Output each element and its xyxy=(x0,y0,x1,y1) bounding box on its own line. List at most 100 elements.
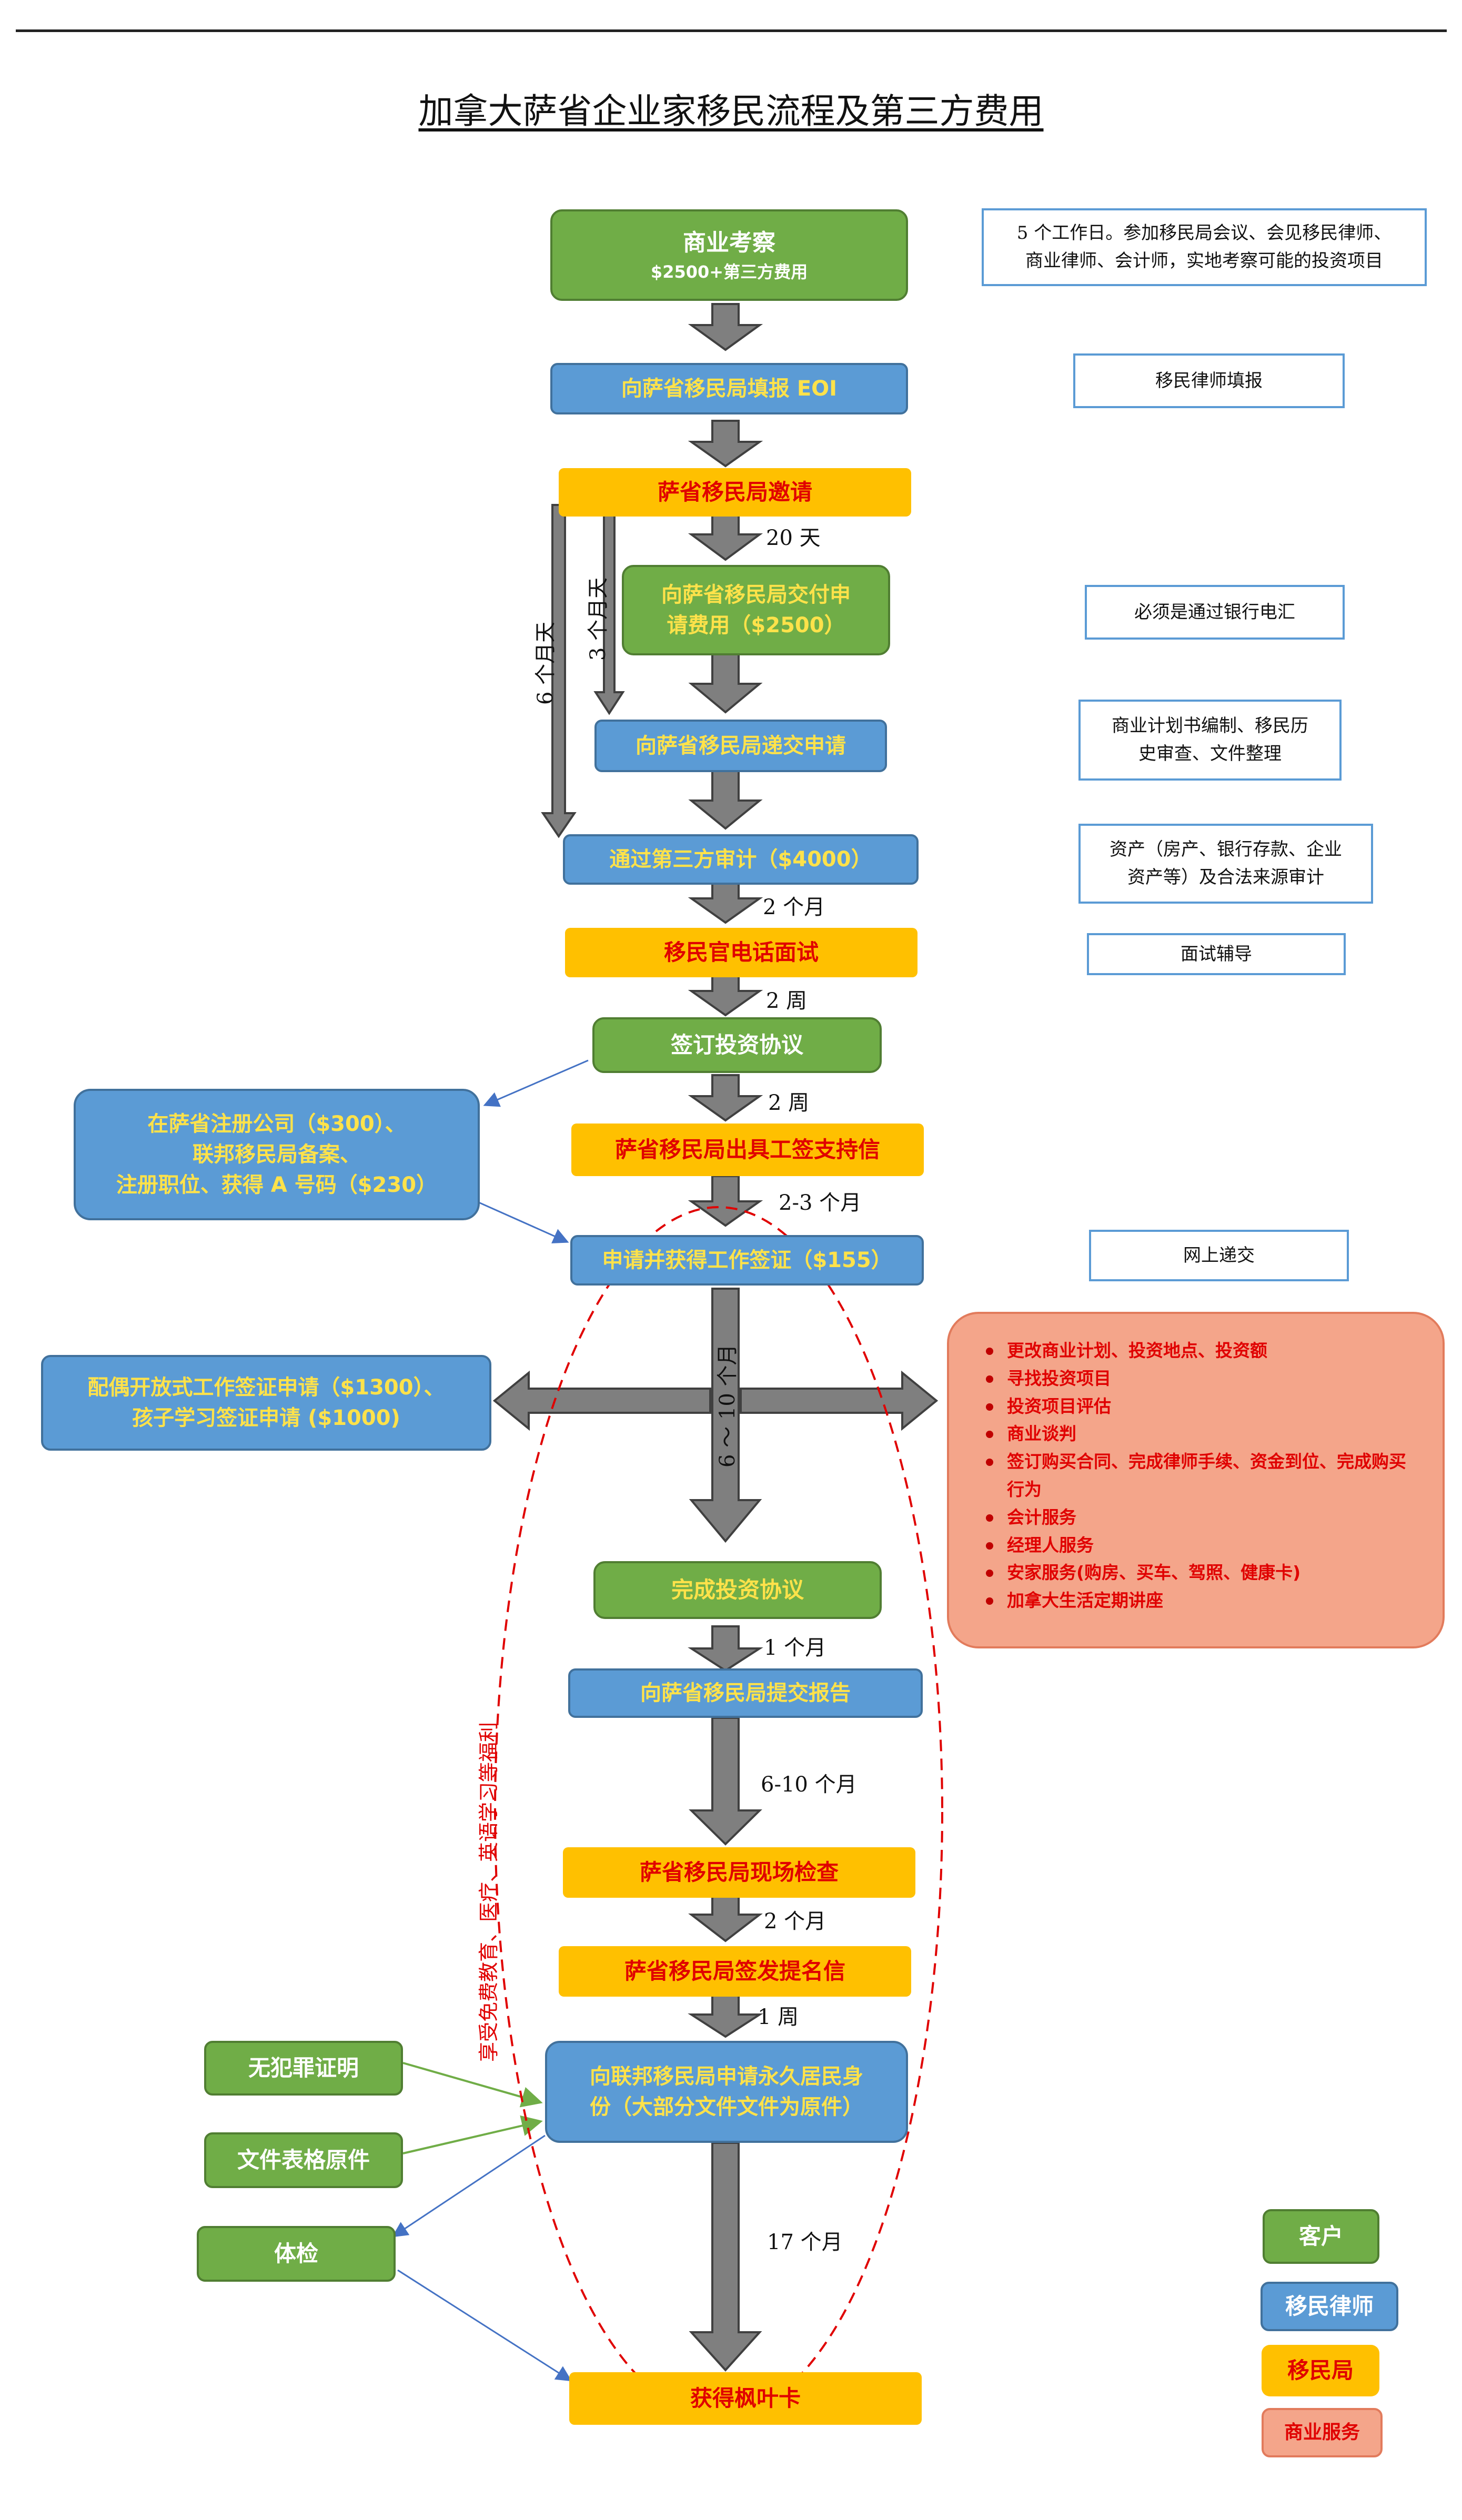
flow-arrows xyxy=(492,303,939,2372)
step-maple-card: 获得枫叶卡 xyxy=(569,2372,922,2425)
step-business-visit: 商业考察 $2500+第三方费用 xyxy=(550,209,908,301)
business-service-item: 会计服务 xyxy=(986,1504,1421,1532)
side-docs-original: 文件表格原件 xyxy=(204,2132,403,2188)
note-audit-line1: 资产（房产、银行存款、企业 xyxy=(1110,839,1342,861)
step-work-permit-label: 申请并获得工作签证（$155） xyxy=(602,1248,892,1272)
step-complete-investment-label: 完成投资协议 xyxy=(671,1576,804,1603)
step-eoi: 向萨省移民局填报 EOI xyxy=(550,363,908,414)
step-audit-label: 通过第三方审计（$4000） xyxy=(609,847,872,872)
step-business-visit-fee: $2500+第三方费用 xyxy=(650,261,808,282)
doc-connectors xyxy=(402,2062,543,2154)
duration-1-week: 1 周 xyxy=(758,2005,799,2029)
step-pay-fee-line1: 向萨省移民局交付申 xyxy=(661,583,851,607)
business-service-item: 投资项目评估 xyxy=(986,1393,1421,1421)
note-interview-coaching-text: 面试辅导 xyxy=(1181,943,1252,965)
legend-client-label: 客户 xyxy=(1298,2223,1343,2249)
duration-2-weeks-a: 2 周 xyxy=(766,989,808,1013)
step-complete-investment: 完成投资协议 xyxy=(593,1561,882,1619)
step-site-inspection: 萨省移民局现场检查 xyxy=(563,1847,915,1898)
note-eoi: 移民律师填报 xyxy=(1073,353,1345,408)
step-phone-interview: 移民官电话面试 xyxy=(565,928,917,977)
legend-bureau-label: 移民局 xyxy=(1287,2357,1354,2383)
note-wire-transfer-text: 必须是通过银行电汇 xyxy=(1134,601,1295,623)
arrow-7 xyxy=(688,973,763,1017)
arrow-6 xyxy=(688,883,763,924)
business-service-item: 加拿大生活定期讲座 xyxy=(986,1587,1421,1615)
conn-pr-to-medical xyxy=(392,2134,546,2238)
arrow-15 xyxy=(689,2142,762,2372)
duration-6-months: 6 个月天 xyxy=(533,621,558,705)
note-audit-line2: 资产等）及合法来源审计 xyxy=(1127,867,1324,888)
side-docs-label: 文件表格原件 xyxy=(237,2147,370,2173)
note-business-plan-line1: 商业计划书编制、移民历 xyxy=(1112,715,1308,737)
note-business-visit-line2: 商业律师、会计师，实地考察可能的投资项目 xyxy=(1025,250,1383,271)
legend-bureau: 移民局 xyxy=(1262,2345,1379,2396)
step-apply-pr-line2: 份（大部分文件文件为原件） xyxy=(590,2095,863,2119)
side-connectors xyxy=(392,1059,589,2382)
conn-invest-to-register xyxy=(483,1059,589,1107)
note-business-plan: 商业计划书编制、移民历 史审查、文件整理 xyxy=(1078,700,1342,781)
side-no-crime-certificate: 无犯罪证明 xyxy=(204,2041,403,2096)
legend-lawyer-label: 移民律师 xyxy=(1285,2293,1374,2319)
business-services-panel: 更改商业计划、投资地点、投资额寻找投资项目投资项目评估商业谈判签订购买合同、完成… xyxy=(947,1312,1445,1648)
duration-2-weeks-b: 2 周 xyxy=(768,1091,810,1115)
duration-17-months: 17 个月 xyxy=(767,2230,843,2254)
duration-6-10-months-vertical: 6 ～ 10 个月 xyxy=(715,1344,740,1468)
step-pay-fee: 向萨省移民局交付申 请费用（$2500） xyxy=(622,565,890,655)
note-business-visit: 5 个工作日。参加移民局会议、会见移民律师、 商业律师、会计师，实地考察可能的投… xyxy=(982,208,1427,286)
duration-1-month: 1 个月 xyxy=(764,1636,826,1660)
step-invitation: 萨省移民局邀请 xyxy=(559,468,911,517)
side-register-line1: 在萨省注册公司（$300）、 xyxy=(147,1112,406,1136)
step-pay-fee-line2: 请费用（$2500） xyxy=(667,613,845,637)
duration-2-months-b: 2 个月 xyxy=(764,1909,826,1934)
step-support-letter-label: 萨省移民局出具工签支持信 xyxy=(614,1136,880,1162)
arrow-10 xyxy=(689,1288,762,1543)
side-spouse-line2: 孩子学习签证申请 ($1000) xyxy=(132,1406,400,1430)
legend-business-label: 商业服务 xyxy=(1284,2421,1360,2443)
legend-lawyer: 移民律师 xyxy=(1261,2282,1398,2331)
legend-client: 客户 xyxy=(1263,2209,1379,2264)
step-site-inspection-label: 萨省移民局现场检查 xyxy=(639,1859,839,1885)
note-audit: 资产（房产、银行存款、企业 资产等）及合法来源审计 xyxy=(1078,824,1373,904)
step-phone-interview-label: 移民官电话面试 xyxy=(663,939,819,965)
step-apply-pr-line1: 向联邦移民局申请永久居民身 xyxy=(590,2064,863,2089)
duration-3-months: 3 个月天 xyxy=(586,577,610,661)
arrow-right xyxy=(740,1370,939,1431)
side-spouse-line1: 配偶开放式工作签证申请（$1300）、 xyxy=(87,1375,445,1400)
arrow-3 xyxy=(688,512,763,561)
step-maple-card-label: 获得枫叶卡 xyxy=(690,2385,801,2411)
arrow-3months xyxy=(593,512,625,715)
business-service-item: 寻找投资项目 xyxy=(986,1365,1421,1393)
note-online-submit-text: 网上递交 xyxy=(1183,1244,1255,1266)
business-service-item: 安家服务(购房、买车、驾照、健康卡) xyxy=(986,1559,1421,1587)
side-register-company: 在萨省注册公司（$300）、 联邦移民局备案、 注册职位、获得 A 号码（$23… xyxy=(74,1089,480,1220)
side-spouse-visa: 配偶开放式工作签证申请（$1300）、 孩子学习签证申请 ($1000) xyxy=(41,1355,491,1451)
note-eoi-text: 移民律师填报 xyxy=(1155,370,1263,391)
side-register-line3: 注册职位、获得 A 号码（$230） xyxy=(116,1173,438,1197)
business-service-item: 经理人服务 xyxy=(986,1532,1421,1560)
conn-nocrime-to-pr xyxy=(402,2062,543,2108)
note-wire-transfer: 必须是通过银行电汇 xyxy=(1085,585,1345,640)
business-services-list: 更改商业计划、投资地点、投资额寻找投资项目投资项目评估商业谈判签订购买合同、完成… xyxy=(970,1337,1421,1615)
step-eoi-label: 向萨省移民局填报 EOI xyxy=(621,377,838,401)
step-nomination: 萨省移民局签发提名信 xyxy=(559,1946,911,1997)
step-sign-investment-label: 签订投资协议 xyxy=(670,1031,803,1058)
arrow-1 xyxy=(688,303,763,351)
business-service-item: 更改商业计划、投资地点、投资额 xyxy=(986,1337,1421,1365)
arrow-14 xyxy=(688,1993,763,2038)
step-support-letter: 萨省移民局出具工签支持信 xyxy=(571,1124,924,1176)
step-audit: 通过第三方审计（$4000） xyxy=(563,834,919,885)
page-title: 加拿大萨省企业家移民流程及第三方费用 xyxy=(418,91,1044,131)
step-work-permit: 申请并获得工作签证（$155） xyxy=(570,1235,924,1286)
side-medical-label: 体检 xyxy=(274,2240,318,2266)
arrow-6months xyxy=(541,504,577,838)
duration-2-3-months: 2-3 个月 xyxy=(779,1191,862,1215)
step-apply-pr: 向联邦移民局申请永久居民身 份（大部分文件文件为原件） xyxy=(545,2041,908,2143)
step-invitation-label: 萨省移民局邀请 xyxy=(657,479,812,505)
note-interview-coaching: 面试辅导 xyxy=(1087,933,1346,975)
benefits-note: 享受免费教育、医疗、英语学习等福利 xyxy=(477,1722,500,2062)
legend-business: 商业服务 xyxy=(1262,2408,1383,2457)
conn-register-to-visa xyxy=(478,1201,569,1243)
